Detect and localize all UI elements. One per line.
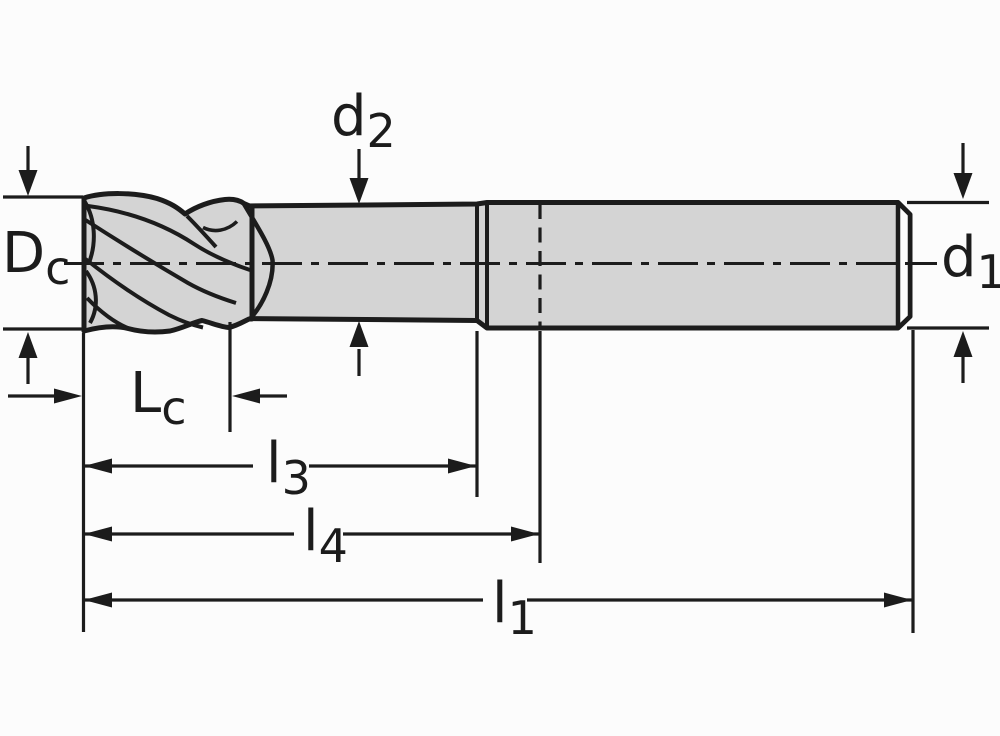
label-d2-main: d: [331, 84, 367, 149]
label-dc-main: D: [2, 221, 45, 286]
label-d2: d2: [331, 84, 396, 155]
label-l4-sub: 4: [318, 519, 348, 573]
label-lc-sub: c: [161, 381, 186, 435]
flute-spiral-2: [84, 218, 237, 305]
dc-arrow-bottom-head: [18, 332, 38, 358]
tool-body: [243, 200, 913, 331]
dimension-d2: [349, 149, 369, 376]
cutting-head: [81, 191, 275, 335]
lc-arrow-left-head: [54, 388, 82, 404]
dimension-l4: [84, 526, 539, 542]
l4-arrow-right: [511, 526, 539, 542]
neck-and-shank-outline: [243, 200, 913, 331]
flute-spiral-3: [84, 257, 204, 330]
d1-arrow-bottom-head: [953, 331, 973, 357]
l3-arrow-right: [448, 458, 476, 474]
dimension-l1: [84, 592, 912, 608]
label-l1-main: l: [492, 571, 508, 636]
label-d2-sub: 2: [366, 104, 396, 158]
flute-edge-right: [242, 202, 275, 322]
label-l4-main: l: [303, 499, 319, 564]
end-tooth-arc-upper: [83, 200, 96, 265]
dimension-d1: [953, 143, 973, 383]
label-d1-main: d: [941, 225, 977, 290]
dimension-dc: [18, 146, 38, 384]
label-l1-sub: 1: [507, 591, 537, 645]
label-lc: Lc: [130, 361, 187, 432]
end-tooth-arc-bottom: [85, 296, 131, 331]
end-tooth-arc-lower: [84, 269, 98, 324]
d2-arrow-top-head: [349, 178, 369, 204]
label-d1-sub: 1: [976, 245, 1000, 299]
dimension-lc: [8, 388, 287, 404]
label-l4: l4: [303, 499, 348, 570]
label-dc: Dc: [2, 221, 70, 292]
label-l1: l1: [492, 571, 537, 642]
extension-lines: [3, 195, 989, 633]
label-l3-sub: 3: [281, 451, 311, 505]
label-l3-main: l: [266, 431, 282, 496]
label-l3: l3: [266, 431, 311, 502]
dimension-l3: [84, 458, 476, 474]
lc-arrow-right-head: [232, 388, 260, 404]
label-dc-sub: c: [45, 241, 70, 295]
d1-arrow-top-head: [953, 173, 973, 199]
flute-facet-curve: [202, 220, 239, 233]
label-d1: d1: [941, 225, 1000, 296]
flute-saddle-edge: [185, 214, 218, 249]
dc-arrow-top-head: [18, 170, 38, 196]
d2-arrow-bottom-head: [349, 321, 369, 347]
label-lc-main: L: [130, 361, 161, 426]
shank-end-chamfer: [895, 200, 913, 331]
l1-arrow-right: [884, 592, 912, 608]
